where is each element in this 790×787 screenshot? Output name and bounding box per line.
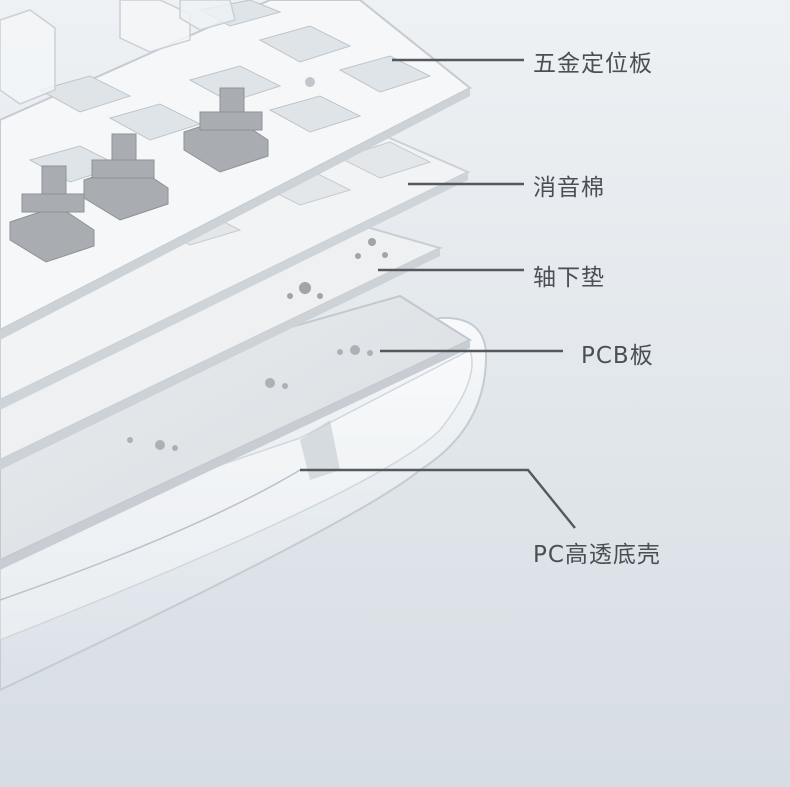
pc-case [0, 316, 488, 692]
transparent-switches [0, 0, 236, 105]
label-metal-plate: 五金定位板 [533, 51, 653, 77]
label-pcb-board: PCB板 [581, 343, 654, 369]
leader-line-case [300, 468, 576, 529]
grey-switches [9, 87, 269, 263]
label-switch-pad: 轴下垫 [533, 265, 605, 291]
label-dampening-foam: 消音棉 [533, 175, 605, 201]
switch-1 [183, 87, 269, 173]
label-pc-case: PC高透底壳 [533, 542, 661, 568]
switch-2 [83, 133, 169, 221]
leader-lines [300, 58, 576, 529]
switch-3 [9, 165, 95, 263]
